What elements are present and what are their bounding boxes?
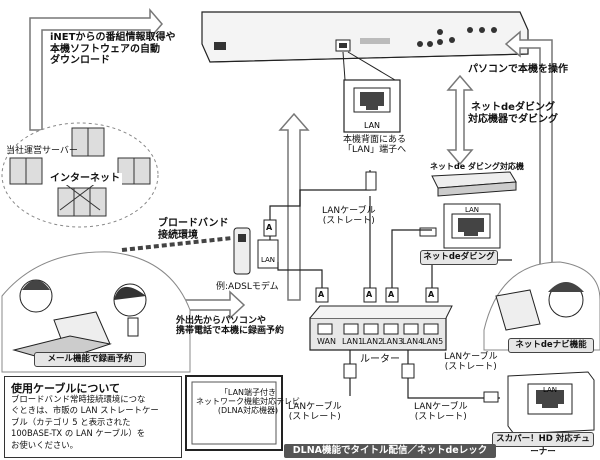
dubbing-device: [419, 171, 517, 249]
net-dubbing-badge: ネットdeダビング: [420, 250, 498, 265]
dubbing-lan-label: LAN: [465, 206, 479, 214]
tv: [185, 375, 283, 451]
connector-mark: A: [366, 290, 373, 299]
hd-tuner: [507, 371, 595, 435]
router-port-lan5: LAN5: [422, 337, 444, 346]
navi-badge: ネットdeナビ機能: [508, 338, 594, 353]
mail-reserve-badge: メール機能で録画予約: [34, 352, 146, 367]
recorder-device: [201, 11, 529, 63]
router-port-lan2: LAN2: [362, 337, 384, 346]
lan-cable-label-tuner: LANケーブル (ストレート): [414, 402, 468, 423]
net-dubbing-devices-label: ネットdeダビング 対応機器でダビング: [468, 102, 558, 125]
lan-cable-label-right: LANケーブル (ストレート): [444, 352, 498, 373]
server-label: 当社運営サーバー: [6, 146, 78, 156]
navi-scene: [483, 261, 600, 351]
router-port-wan: WAN: [317, 337, 336, 346]
dlna-badge: DLNA機能でタイトル配信／ネットdeレック: [284, 444, 496, 458]
dubbing-device-label: ネットde ダビング対応機: [430, 162, 524, 171]
router-port-lan1: LAN1: [342, 337, 364, 346]
broadband-link: [121, 236, 233, 252]
cable-note: 使用ケーブルについて ブロードバンド常時接続環境につな ぐときは、市販の LAN…: [4, 376, 182, 458]
connector-mark: A: [318, 290, 325, 299]
router-port-lan3: LAN3: [382, 337, 404, 346]
zoom-lan-label: LAN: [364, 121, 380, 130]
tuner-lan-label: LAN: [543, 386, 557, 394]
connector-mark: A: [388, 290, 395, 299]
router-port-lan4: LAN4: [402, 337, 424, 346]
broadband-label: ブロードバンド 接続環境: [158, 218, 229, 241]
connector-mark: A: [266, 223, 273, 232]
arrows: [29, 7, 553, 320]
router: [309, 305, 453, 351]
tv-label: 「LAN端子付き ネットワーク機能対応テレビ (DLNA対応機器): [196, 388, 300, 416]
internet-label: インターネット: [48, 173, 122, 185]
download-callout: iNETからの番組情報取得や 本機ソフトウェアの自動 ダウンロード: [50, 32, 176, 66]
modem-lan-label: LAN: [261, 256, 275, 264]
router-label: ルーター: [360, 354, 400, 365]
lan-port-zoom: [342, 51, 401, 133]
remote-reserve-label: 外出先からパソコンや 携帯電話で本機に録画予約: [176, 316, 285, 337]
lan-cable-label-top: LANケーブル (ストレート): [322, 206, 376, 227]
pc-control-label: パソコンで本機を操作: [468, 64, 568, 75]
tuner-badge: スカパー！HD 対応チューナー: [492, 432, 594, 457]
lan-cable-label-tv: LANケーブル (ストレート): [288, 402, 342, 423]
cable-connectors: [263, 171, 499, 403]
lan-port-back-label: 本機背面にある 「LAN」端子へ: [343, 135, 407, 156]
modem-label: 例:ADSLモデム: [216, 282, 279, 292]
cable-note-title: 使用ケーブルについて: [11, 382, 121, 395]
connector-mark: A: [428, 290, 435, 299]
cable-note-body: ブロードバンド常時接続環境につな ぐときは、市販の LAN ストレートケー ブル…: [11, 394, 159, 450]
